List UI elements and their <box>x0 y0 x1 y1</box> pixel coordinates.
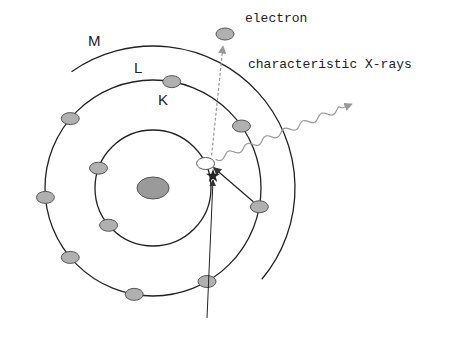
electron-dot <box>250 201 268 213</box>
ejection-arrow <box>212 46 223 155</box>
shell-label: K <box>158 92 168 109</box>
electron-dot <box>61 251 79 263</box>
xray-arrow <box>216 104 352 161</box>
electron-dot <box>36 191 54 203</box>
shell-label: M <box>88 33 101 50</box>
vacancy <box>197 157 215 169</box>
incident-line <box>207 180 213 318</box>
shell-label: L <box>134 60 142 77</box>
electron-dot <box>163 76 181 88</box>
electron-dot <box>232 120 250 132</box>
m-shell <box>72 46 295 279</box>
electron-dot <box>198 276 216 288</box>
electron-label: electron <box>245 12 307 26</box>
electron-dot <box>216 28 234 40</box>
nucleus <box>137 177 169 199</box>
electron-dot <box>61 113 79 125</box>
electron-dot <box>125 288 143 300</box>
transition-arrow <box>214 167 254 201</box>
l-shell <box>45 80 261 296</box>
k-shell <box>95 130 211 246</box>
electron-dot <box>89 162 107 174</box>
electron-dot <box>100 219 118 231</box>
xray-label: characteristic X-rays <box>248 58 412 72</box>
